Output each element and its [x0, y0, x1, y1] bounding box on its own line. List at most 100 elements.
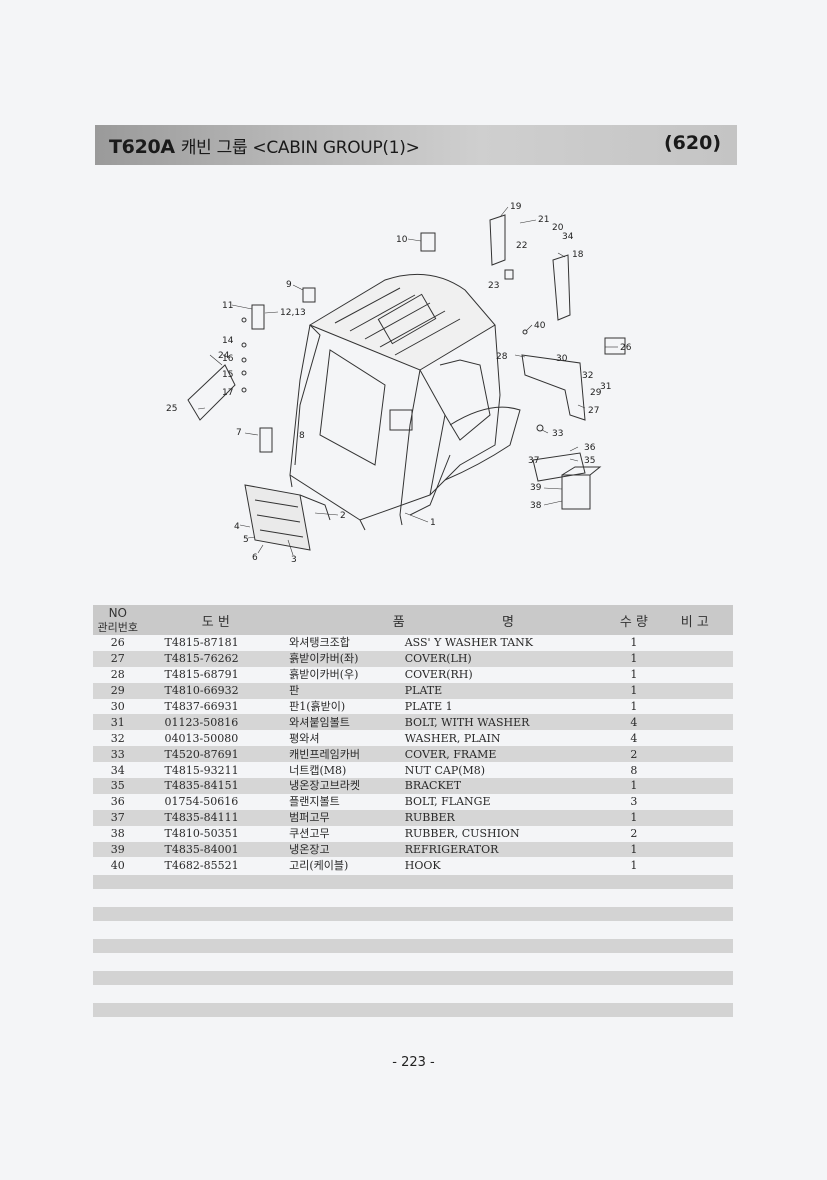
group-title: 캐빈 그룹 <CABIN GROUP(1)> — [180, 138, 420, 158]
cell-no: 31 — [93, 714, 143, 731]
cell-name-kr: 냉온장고브라켓 — [289, 778, 405, 794]
callout-label: 10 — [396, 235, 408, 245]
cell-part-no: T4810-50351 — [164, 827, 239, 841]
cell-name-en: BOLT, FLANGE — [404, 795, 491, 809]
callout-label: 37 — [528, 456, 539, 466]
col-header-name-b: 명 — [404, 605, 612, 635]
callout-label: 31 — [600, 382, 611, 392]
callout-label: 6 — [252, 553, 258, 563]
cell-remarks — [656, 682, 733, 699]
cell-name-en: HOOK — [404, 858, 441, 872]
cell-part-no: T4815-93211 — [164, 763, 239, 777]
callout-label: 16 — [222, 354, 234, 364]
col-header-remarks: 비 고 — [656, 605, 733, 635]
page-number: - 223 - — [392, 1055, 435, 1070]
blank-row — [93, 971, 733, 985]
col-header-name-a: 품 — [289, 605, 405, 635]
cell-no: 27 — [93, 650, 143, 667]
cell-no: 36 — [110, 795, 125, 809]
cell-name-en: PLATE 1 — [404, 700, 453, 713]
cell-name-en: REFRIGERATOR — [404, 841, 612, 858]
callout-label: 21 — [538, 215, 549, 225]
cell-name-kr: 와셔탱크조합 — [289, 636, 350, 650]
cell-no: 32 — [110, 731, 125, 745]
cell-no: 34 — [110, 763, 125, 777]
cell-remarks — [656, 809, 733, 826]
cell-name-kr: 흙받이카버(우) — [289, 668, 359, 682]
cell-part-no: 01754-50616 — [164, 795, 239, 809]
cell-name-kr: 범퍼고무 — [289, 809, 405, 826]
cell-part-no: T4815-87181 — [164, 636, 239, 650]
section-code: (620) — [663, 132, 721, 154]
cell-name-en: RUBBER, CUSHION — [404, 827, 520, 841]
model-name: T620A — [109, 136, 175, 158]
callout-label: 35 — [584, 456, 595, 466]
callout-label: 23 — [488, 281, 499, 291]
callout-label: 12,13 — [280, 308, 306, 318]
cell-part-no: T4815-68791 — [164, 668, 239, 682]
callout-label: 7 — [236, 428, 242, 438]
cell-remarks — [657, 699, 733, 715]
callout-label: 19 — [510, 202, 522, 212]
callout-label: 4 — [234, 522, 240, 532]
callout-label: 15 — [222, 370, 233, 380]
cell-name-en: RUBBER — [404, 809, 612, 826]
cell-remarks — [657, 857, 733, 873]
cell-qty: 2 — [630, 827, 638, 841]
callout-label: 25 — [166, 404, 177, 414]
cell-remarks — [656, 714, 733, 731]
callout-label: 17 — [222, 388, 233, 398]
col-header-no: NO 관리번호 — [93, 605, 143, 635]
callout-label: 36 — [584, 443, 596, 453]
cell-remarks — [657, 635, 733, 651]
blank-row — [93, 1003, 733, 1017]
cell-no: 33 — [93, 746, 143, 763]
cell-qty: 2 — [611, 746, 657, 763]
cell-name-en: WASHER, PLAIN — [404, 731, 501, 745]
callout-label: 5 — [243, 535, 249, 545]
cabin-exploded-diagram: 1 2 3 4 5 6 7 8 9 10 11 12,13 14 15 16 1… — [166, 202, 632, 565]
col-header-mgmt: 관리번호 — [97, 621, 139, 634]
callout-label: 11 — [222, 301, 233, 311]
cell-part-no: 04013-50080 — [164, 731, 239, 745]
callout-label: 9 — [286, 280, 292, 290]
blank-row — [93, 875, 733, 889]
cell-name-en: NUT CAP(M8) — [404, 763, 486, 777]
callout-label: 40 — [534, 321, 546, 331]
cell-name-kr: 와셔붙임볼트 — [289, 714, 405, 731]
cell-name-en: BOLT, WITH WASHER — [404, 714, 612, 731]
cell-name-kr: 고리(케이블) — [289, 858, 349, 872]
cell-qty: 1 — [630, 858, 638, 872]
cell-part-no: T4810-66932 — [142, 682, 290, 699]
cell-name-kr: 너트캡(M8) — [289, 763, 347, 777]
cell-name-kr: 플랜지볼트 — [289, 795, 340, 809]
cell-qty: 1 — [611, 778, 657, 794]
cell-remarks — [656, 650, 733, 667]
cell-no: 29 — [93, 682, 143, 699]
cell-part-no: T4520-87691 — [142, 746, 290, 763]
cell-no: 35 — [93, 778, 143, 794]
callout-label: 30 — [556, 354, 568, 364]
callout-label: 2 — [340, 511, 346, 521]
cell-part-no: 01123-50816 — [142, 714, 290, 731]
col-header-part-no: 도 번 — [142, 605, 290, 635]
cell-remarks — [656, 746, 733, 763]
callout-label: 28 — [496, 352, 508, 362]
cell-name-en: COVER, FRAME — [404, 746, 612, 763]
cell-name-kr: 평와셔 — [289, 731, 320, 745]
cell-name-kr: 판1(흙받이) — [289, 700, 346, 713]
